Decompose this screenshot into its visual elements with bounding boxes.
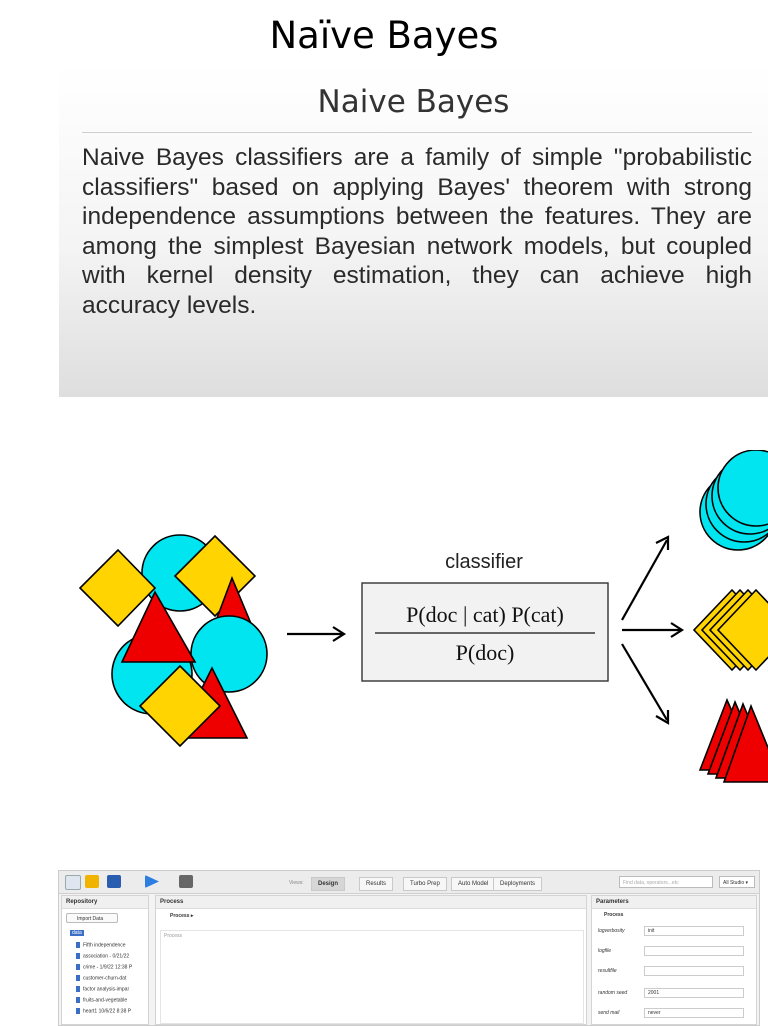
search-input[interactable]: Find data, operators...etc — [619, 876, 713, 888]
param-send-mail[interactable]: send mail never — [598, 1008, 748, 1019]
tree-item[interactable]: association - 0/21/22 — [76, 953, 129, 959]
canvas-label: Process — [164, 933, 183, 939]
classifier-label: classifier — [445, 551, 523, 573]
input-diamond — [78, 548, 157, 628]
page-title: Naïve Bayes — [269, 14, 499, 57]
input-triangle — [120, 590, 197, 663]
studio-select[interactable]: All Studio ▾ — [719, 876, 755, 888]
import-data-button[interactable]: Import Data — [66, 913, 118, 923]
process-canvas[interactable]: Process — [160, 930, 584, 1024]
process-breadcrumb[interactable]: Process ▸ — [170, 913, 194, 919]
input-diamond — [138, 664, 222, 748]
new-process-icon[interactable] — [65, 875, 81, 890]
tab-design[interactable]: Design — [311, 877, 346, 891]
views-label: Views: — [289, 880, 304, 886]
output-triangles — [698, 697, 768, 783]
input-shapes — [78, 534, 268, 748]
tree-item[interactable]: customer-churn-dat — [76, 975, 126, 981]
tab-deployments[interactable]: Deployments — [493, 877, 543, 891]
tree-item[interactable]: Fifth independence — [76, 942, 126, 948]
tab-results[interactable]: Results — [359, 877, 394, 891]
process-title: Process — [156, 896, 586, 909]
tab-auto-model[interactable]: Auto Model — [451, 877, 496, 891]
tree-root-data[interactable]: data — [70, 930, 84, 936]
parameters-process-label: Process — [604, 912, 624, 918]
param-logfile[interactable]: logfile — [598, 946, 748, 957]
open-folder-icon[interactable] — [85, 875, 99, 888]
classifier-box — [361, 582, 609, 682]
input-circle — [190, 615, 268, 693]
repository-panel: Repository Import Data data Fifth indepe… — [61, 895, 149, 1025]
slide-title: Naive Bayes — [317, 84, 510, 120]
parameters-panel: Parameters Process logverbosity init log… — [591, 895, 757, 1025]
classifier-diagram: classifier P(doc | cat) P(cat) P(doc) — [78, 450, 768, 783]
tab-turbo-prep[interactable]: Turbo Prep — [403, 877, 447, 891]
param-random-seed[interactable]: random seed 2001 — [598, 988, 748, 999]
slide-divider — [82, 132, 752, 133]
stop-icon[interactable] — [179, 875, 193, 888]
run-icon[interactable] — [145, 875, 159, 888]
save-icon[interactable] — [107, 875, 121, 888]
output-circles — [699, 450, 768, 551]
slide-screenshot: Naive Bayes Naive Bayes classifiers are … — [59, 64, 768, 397]
output-arrows — [621, 535, 685, 725]
param-logverbosity[interactable]: logverbosity init — [598, 926, 748, 937]
repository-title: Repository — [62, 896, 148, 909]
parameters-title: Parameters — [592, 896, 756, 909]
main-toolbar: Views: Design Results Turbo Prep Auto Mo… — [59, 871, 759, 894]
input-arrow — [287, 626, 347, 642]
tree-item[interactable]: factor analysis-impar — [76, 986, 129, 992]
rapidminer-screenshot: Views: Design Results Turbo Prep Auto Mo… — [58, 870, 760, 1026]
formula-denominator: P(doc) — [456, 640, 515, 665]
process-panel: Process Process ▸ Process — [155, 895, 587, 1025]
tree-item[interactable]: fruits-and-vegetable — [76, 997, 127, 1003]
formula-numerator: P(doc | cat) P(cat) — [406, 602, 564, 627]
tree-item[interactable]: heart1 10/6/22 8:38 P — [76, 1008, 131, 1014]
tree-item[interactable]: crime - 1/9/22 12:38 P — [76, 964, 132, 970]
param-resultfile[interactable]: resultfile — [598, 966, 748, 977]
slide-body-text: Naive Bayes classifiers are a family of … — [82, 144, 752, 319]
output-diamonds — [692, 588, 768, 672]
